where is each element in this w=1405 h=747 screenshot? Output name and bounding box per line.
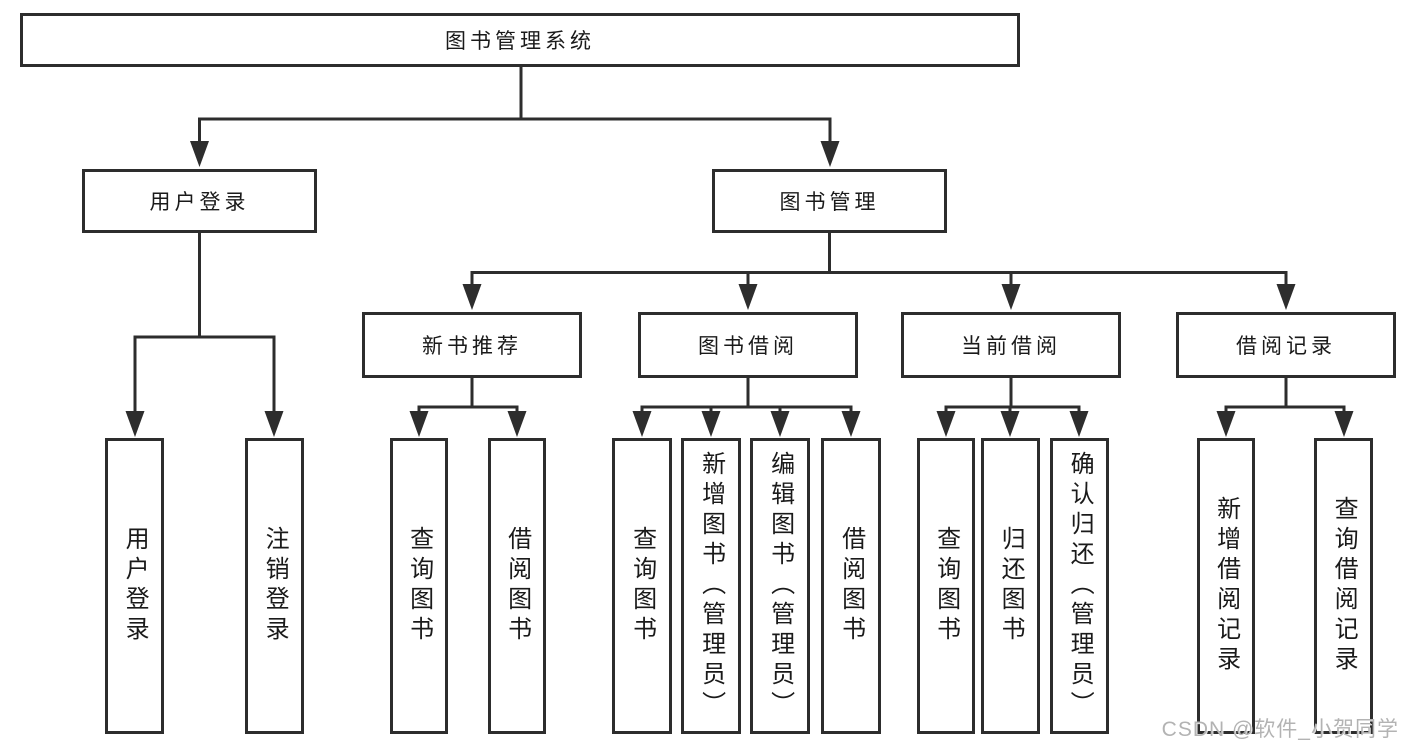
leaf-user-login: 用户登录 bbox=[105, 438, 164, 734]
node-label: 图书管理 bbox=[779, 191, 880, 214]
node-book-management-branch: 图书管理 bbox=[712, 169, 947, 233]
node-label: 图书管理系统 bbox=[445, 30, 595, 53]
node-label: 当前借阅 bbox=[961, 335, 1061, 358]
leaf-label: 新增借阅记录 bbox=[1212, 496, 1240, 676]
leaf-query-books-borrowing: 查询图书 bbox=[612, 438, 672, 734]
leaf-logout: 注销登录 bbox=[245, 438, 304, 734]
leaf-label: 查询图书 bbox=[932, 526, 960, 646]
leaf-label: 查询图书 bbox=[405, 526, 433, 646]
leaf-label: 用户登录 bbox=[121, 526, 149, 646]
node-current-borrowing: 当前借阅 bbox=[901, 312, 1121, 378]
arrowheads bbox=[125, 141, 1354, 437]
leaf-query-books-current: 查询图书 bbox=[917, 438, 975, 734]
leaf-confirm-return-admin: 确认归还（管理员） bbox=[1050, 438, 1109, 734]
leaf-borrow-books: 借阅图书 bbox=[821, 438, 881, 734]
node-book-borrowing: 图书借阅 bbox=[638, 312, 858, 378]
node-label: 图书借阅 bbox=[698, 335, 798, 358]
leaf-edit-books-admin: 编辑图书（管理员） bbox=[750, 438, 810, 734]
leaf-borrow-books-recommend: 借阅图书 bbox=[488, 438, 546, 734]
node-new-book-recommendation: 新书推荐 bbox=[362, 312, 582, 378]
leaf-label: 新增图书（管理员） bbox=[697, 451, 725, 721]
csdn-watermark: CSDN @软件_小贺同学 bbox=[1161, 718, 1399, 741]
leaf-label: 归还图书 bbox=[997, 526, 1025, 646]
node-label: 用户登录 bbox=[149, 191, 250, 214]
node-label: 借阅记录 bbox=[1236, 335, 1336, 358]
leaf-label: 编辑图书（管理员） bbox=[766, 451, 794, 721]
leaf-label: 查询图书 bbox=[628, 526, 656, 646]
leaf-label: 查询借阅记录 bbox=[1330, 496, 1358, 676]
leaf-label: 确认归还（管理员） bbox=[1066, 451, 1094, 721]
node-label: 新书推荐 bbox=[422, 335, 522, 358]
leaf-query-borrow-record: 查询借阅记录 bbox=[1314, 438, 1373, 734]
node-borrowing-records: 借阅记录 bbox=[1176, 312, 1396, 378]
node-library-management-system: 图书管理系统 bbox=[20, 13, 1020, 67]
leaf-label: 借阅图书 bbox=[837, 526, 865, 646]
leaf-label: 注销登录 bbox=[261, 526, 289, 646]
leaf-label: 借阅图书 bbox=[503, 526, 531, 646]
leaf-query-books-recommend: 查询图书 bbox=[390, 438, 448, 734]
leaf-add-borrow-record: 新增借阅记录 bbox=[1197, 438, 1255, 734]
leaf-return-books: 归还图书 bbox=[981, 438, 1040, 734]
leaf-add-books-admin: 新增图书（管理员） bbox=[681, 438, 741, 734]
node-user-login-branch: 用户登录 bbox=[82, 169, 317, 233]
